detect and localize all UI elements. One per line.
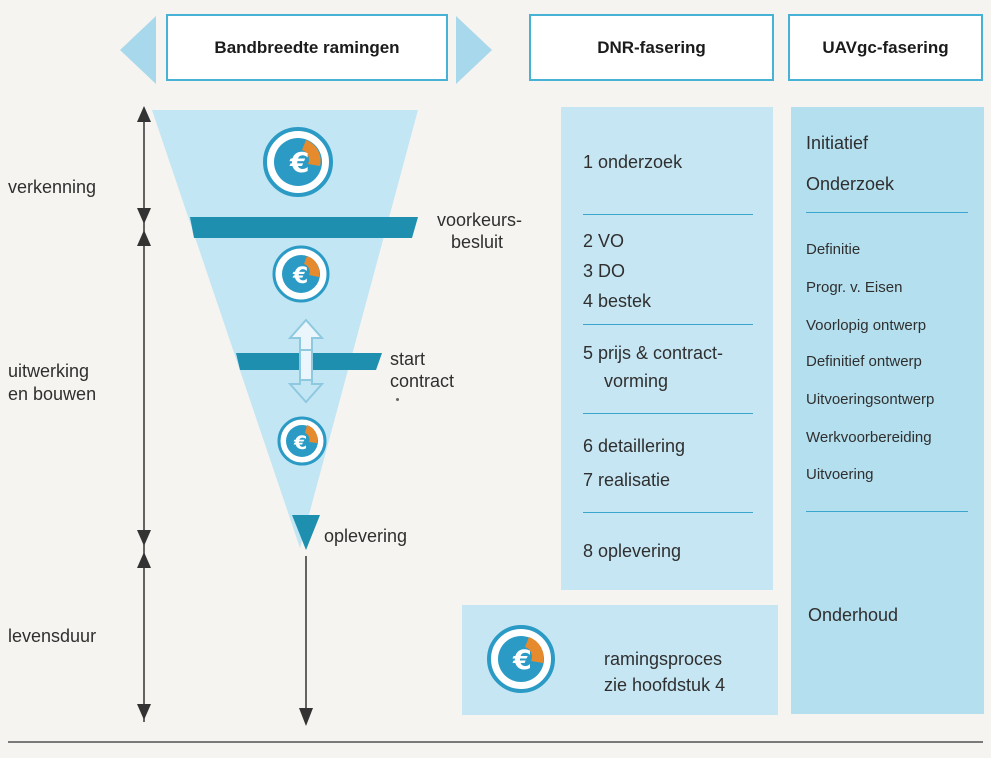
uav-item: Werkvoorbereiding <box>806 429 932 446</box>
oplevering-tip <box>292 515 320 550</box>
dnr-item: 7 realisatie <box>583 470 671 490</box>
divider <box>806 511 968 512</box>
lifetime-arrow <box>299 556 313 726</box>
divider <box>583 214 753 215</box>
phase-uitwerking-line2: en bouwen <box>8 384 97 404</box>
bandbreedte-header: Bandbreedte ramingen <box>166 14 448 81</box>
uav-item: Definitief ontwerp <box>806 353 922 370</box>
milestone-start-line2: contract <box>390 371 455 391</box>
uav-item: Definitie <box>806 241 861 258</box>
dnr-item: 2 VO <box>583 231 625 251</box>
divider <box>583 413 753 414</box>
left-arrow-tab <box>120 16 156 84</box>
legend-line1: ramingsproces <box>604 649 723 669</box>
dnr-item: 3 DO <box>583 261 626 281</box>
svg-text:€: € <box>512 645 532 676</box>
milestone-oplevering: oplevering <box>324 526 408 546</box>
uav-item: Uitvoeringsontwerp <box>806 391 935 408</box>
euro-icon: € <box>277 416 327 466</box>
divider <box>583 324 753 325</box>
dnr-panel <box>561 107 773 590</box>
svg-text:€: € <box>293 432 307 454</box>
uav-header: UAVgc-fasering <box>788 14 983 81</box>
range-double-arrow <box>287 318 325 404</box>
svg-text:€: € <box>292 264 308 289</box>
header-arrow-tabs <box>120 16 492 84</box>
voorkeursbesluit-band <box>190 217 418 238</box>
dnr-header: DNR-fasering <box>529 14 774 81</box>
uav-item: Uitvoering <box>806 466 874 483</box>
euro-icon: € <box>272 245 330 303</box>
milestone-voorkeur-line2: besluit <box>451 232 504 252</box>
svg-text:€: € <box>289 146 309 179</box>
milestone-start-line1: start <box>390 349 426 369</box>
legend-line2: zie hoofdstuk 4 <box>604 675 726 695</box>
uav-item: Progr. v. Eisen <box>806 279 903 296</box>
phase-timeline <box>137 106 151 722</box>
uav-item: Voorlopig ontwerp <box>806 317 927 334</box>
dnr-item: 1 onderzoek <box>583 152 683 172</box>
estimate-funnel <box>152 110 418 550</box>
dnr-item: vorming <box>604 371 669 391</box>
uav-item: Onderzoek <box>806 174 895 194</box>
right-arrow-tab <box>456 16 492 84</box>
euro-icon: € <box>263 127 333 197</box>
uav-item: Onderhoud <box>808 605 899 625</box>
dnr-item: 6 detaillering <box>583 436 686 456</box>
dnr-item: 5 prijs & contract- <box>583 343 724 363</box>
phase-uitwerking-line1: uitwerking <box>8 361 90 381</box>
phase-verkenning: verkenning <box>8 177 97 197</box>
divider <box>583 512 753 513</box>
bottom-rule <box>8 741 983 743</box>
uav-panel <box>791 107 984 714</box>
milestone-voorkeur-line1: voorkeurs- <box>437 210 523 230</box>
divider <box>806 212 968 213</box>
phase-levensduur: levensduur <box>8 626 97 646</box>
euro-icon: € <box>487 625 555 693</box>
uav-item: Initiatief <box>806 133 869 153</box>
dnr-item: 8 oplevering <box>583 541 682 561</box>
dnr-item: 4 bestek <box>583 291 652 311</box>
dot-mark <box>396 398 399 401</box>
